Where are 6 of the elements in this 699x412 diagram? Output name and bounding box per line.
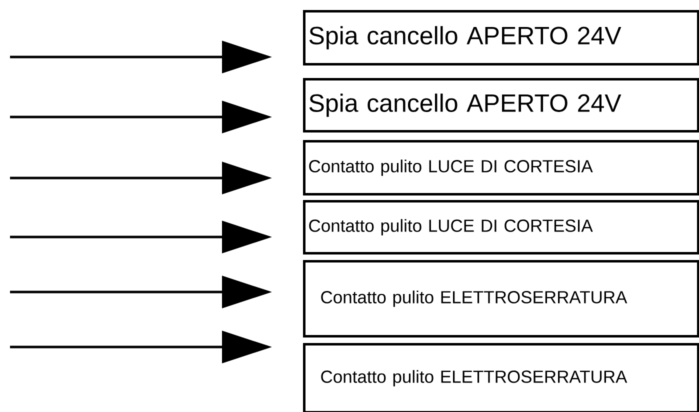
label-box: Contatto pulito ELETTROSERRATURA xyxy=(303,260,699,338)
label-box: Contatto pulito LUCE DI CORTESIA xyxy=(303,140,699,196)
label-box: Spia cancello APERTO 24V xyxy=(303,10,699,66)
label-box: Contatto pulito ELETTROSERRATURA xyxy=(303,342,699,412)
label-box: Contatto pulito LUCE DI CORTESIA xyxy=(303,200,699,254)
label-box: Spia cancello APERTO 24V xyxy=(303,78,699,132)
